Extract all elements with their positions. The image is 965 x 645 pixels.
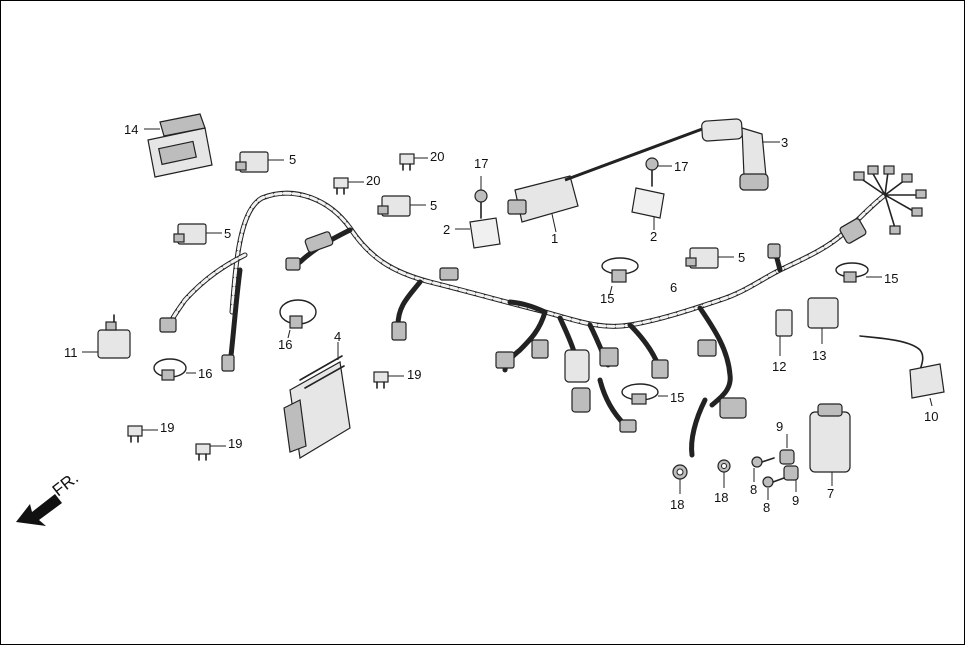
part-4-regulator xyxy=(283,342,351,459)
label-18-b: 18 xyxy=(714,490,728,505)
part-17-bolt-a xyxy=(474,176,488,219)
part-19-fuse-c xyxy=(195,443,226,461)
label-9-a: 9 xyxy=(776,419,783,434)
part-15-strap-c xyxy=(621,383,668,405)
part-8-bolt-a xyxy=(751,456,775,482)
label-5-a: 5 xyxy=(289,152,296,167)
part-15-strap-b xyxy=(835,262,882,283)
label-5-d: 5 xyxy=(738,250,745,265)
part-15-strap-a xyxy=(601,257,639,295)
label-8-a: 8 xyxy=(750,482,757,497)
part-2-bracket-b xyxy=(631,187,665,230)
part-14-control-unit xyxy=(144,113,213,178)
part-12-fuse-holder xyxy=(775,309,793,356)
label-17-b: 17 xyxy=(674,159,688,174)
part-13-relay xyxy=(807,297,839,344)
part-3-plug-cap xyxy=(564,118,780,191)
label-17-a: 17 xyxy=(474,156,488,171)
label-10: 10 xyxy=(924,409,938,424)
label-1: 1 xyxy=(551,231,558,246)
part-9-grommet-a xyxy=(779,434,795,465)
part-16-strap-b xyxy=(153,358,196,381)
part-18-nut-a xyxy=(672,464,688,494)
label-19-a: 19 xyxy=(407,367,421,382)
label-12: 12 xyxy=(772,359,786,374)
part-5-relay-c xyxy=(173,223,222,245)
label-9-b: 9 xyxy=(792,493,799,508)
label-5-c: 5 xyxy=(224,226,231,241)
label-15-b: 15 xyxy=(884,271,898,286)
label-4: 4 xyxy=(334,329,341,344)
part-8-bolt-b xyxy=(762,476,785,500)
part-9-grommet-b xyxy=(783,465,799,492)
part-20-fuse-a xyxy=(399,153,428,171)
label-20-a: 20 xyxy=(430,149,444,164)
label-8-b: 8 xyxy=(763,500,770,515)
label-16-b: 16 xyxy=(198,366,212,381)
part-19-fuse-b xyxy=(127,425,158,443)
label-13: 13 xyxy=(812,348,826,363)
part-18-nut-b xyxy=(717,459,731,488)
label-19-b: 19 xyxy=(160,420,174,435)
part-16-strap-a xyxy=(279,299,317,339)
part-11-flasher xyxy=(82,314,131,359)
part-2-bracket-a xyxy=(455,217,501,249)
part-17-bolt-b xyxy=(645,157,672,187)
front-direction-arrow-icon xyxy=(16,494,62,526)
label-2-a: 2 xyxy=(443,222,450,237)
part-5-relay-a xyxy=(235,151,284,173)
part-20-fuse-b xyxy=(333,177,364,195)
label-15-a: 15 xyxy=(600,291,614,306)
wire-harness xyxy=(159,165,927,458)
label-5-b: 5 xyxy=(430,198,437,213)
part-5-relay-d xyxy=(685,247,734,269)
label-6: 6 xyxy=(670,280,677,295)
part-5-relay-b xyxy=(377,195,426,217)
part-1-ignition-coil xyxy=(507,175,579,233)
part-7-starter-relay xyxy=(809,403,851,486)
label-3: 3 xyxy=(781,135,788,150)
label-7: 7 xyxy=(827,486,834,501)
label-11: 11 xyxy=(64,345,78,360)
part-19-fuse-a xyxy=(373,371,404,389)
part-10-sensor xyxy=(859,335,945,407)
label-2-b: 2 xyxy=(650,229,657,244)
label-19-c: 19 xyxy=(228,436,242,451)
label-14: 14 xyxy=(124,122,138,137)
label-20-b: 20 xyxy=(366,173,380,188)
label-15-c: 15 xyxy=(670,390,684,405)
label-18-a: 18 xyxy=(670,497,684,512)
terminal-fan xyxy=(853,165,927,235)
label-16-a: 16 xyxy=(278,337,292,352)
